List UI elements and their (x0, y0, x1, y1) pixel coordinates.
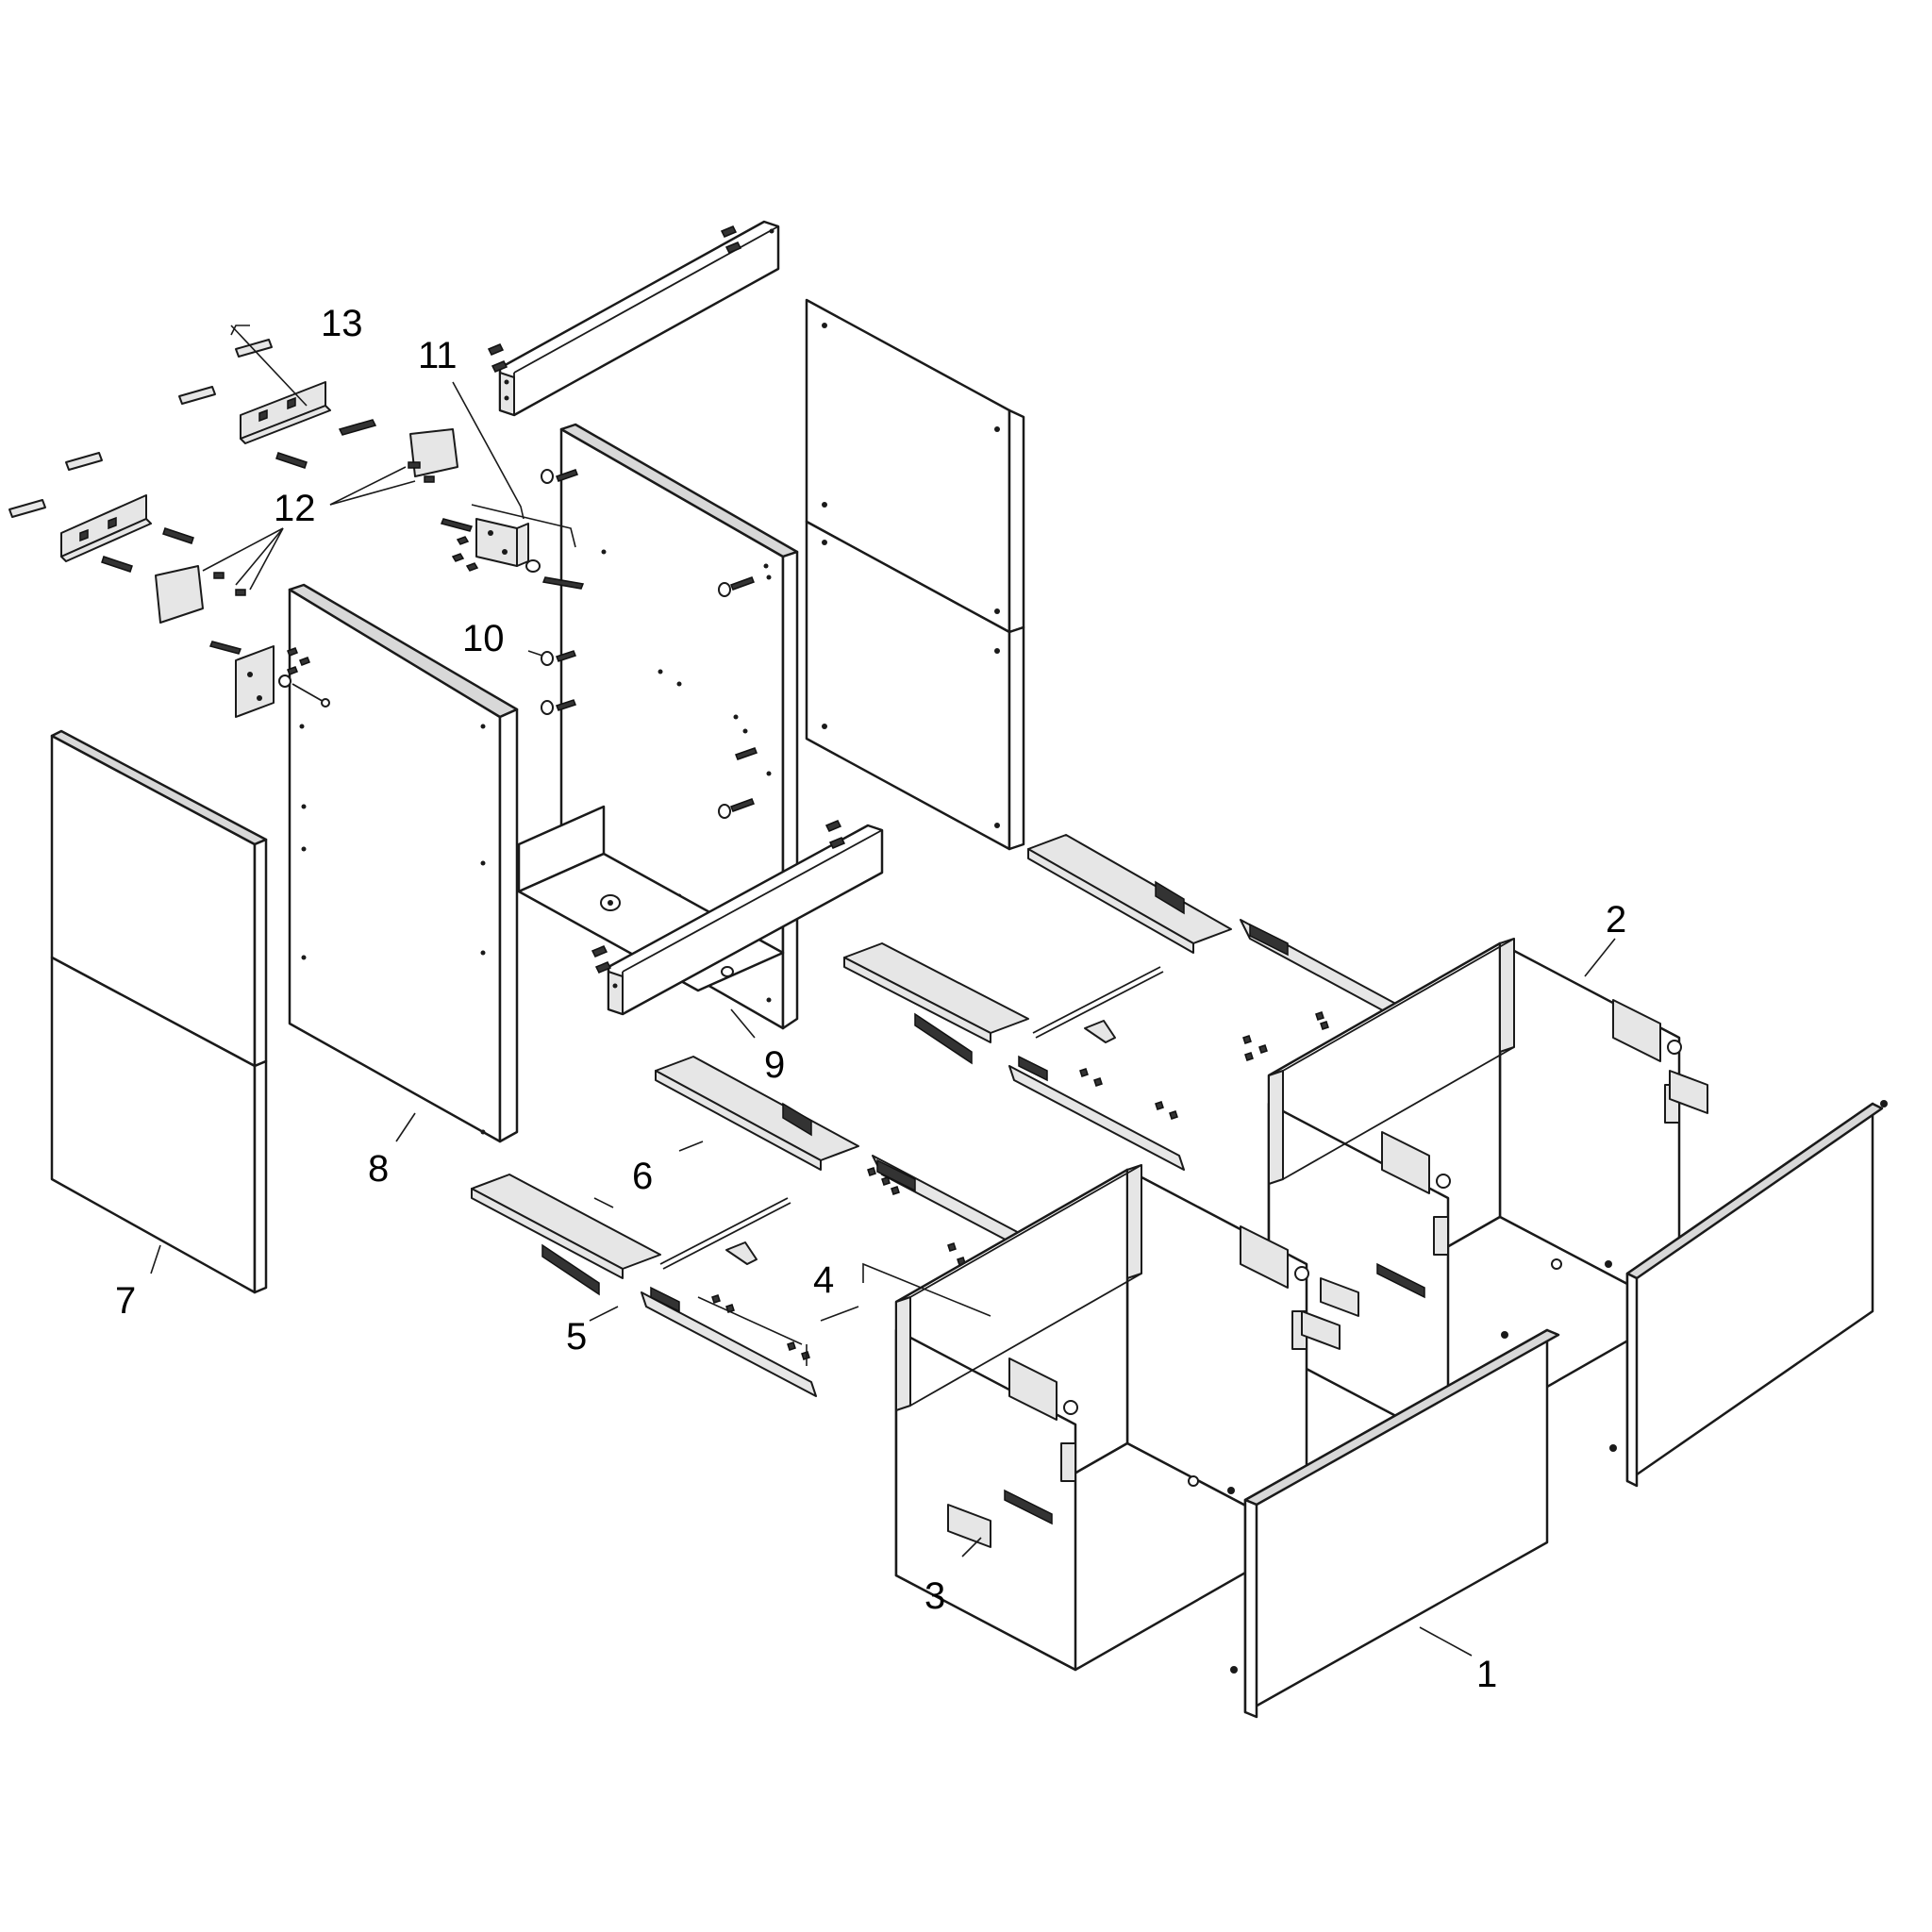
callout-13: 13 (321, 303, 363, 344)
drawer-box-upper (1267, 938, 1682, 1445)
runner-lower-front (471, 1174, 661, 1296)
runner-upper-front (843, 942, 1029, 1065)
runner-upper-back (1027, 834, 1232, 954)
front-bottom-rail (591, 820, 884, 1016)
callout-3: 3 (924, 1575, 945, 1617)
hanging-bracket-right (440, 469, 585, 715)
runner-screws (711, 1011, 1329, 1360)
leader-lines (150, 325, 1616, 1657)
handle-inserts (947, 1070, 1708, 1548)
drawer-front-lower-left (50, 956, 268, 1294)
callout-2: 2 (1606, 899, 1626, 941)
callout-10: 10 (462, 618, 505, 659)
callout-8: 8 (368, 1148, 389, 1190)
runner-lower-back (655, 1056, 859, 1171)
callout-5: 5 (566, 1316, 587, 1357)
slide-rail-lower-front (641, 1286, 817, 1397)
sync-rod-upper (1032, 966, 1164, 1039)
sync-rod-lower (659, 1197, 791, 1270)
callout-9: 9 (764, 1044, 785, 1086)
hanging-bracket-left (208, 641, 330, 718)
drawer-front-lower-right (805, 520, 1025, 851)
callout-7: 7 (115, 1280, 136, 1322)
drawer-front-right-lower (1227, 1328, 1560, 1719)
slide-rail-upper-front (1008, 1055, 1185, 1171)
callout-labels: 1 2 3 4 5 6 7 8 9 10 11 12 13 (115, 303, 1626, 1695)
callout-6: 6 (632, 1156, 653, 1197)
carcass-side-panel (288, 583, 519, 1143)
wall-hanger-hardware (8, 339, 458, 624)
callout-11: 11 (418, 335, 458, 376)
callout-12: 12 (274, 488, 316, 529)
callout-4: 4 (813, 1259, 834, 1301)
drawer-front-right-upper (1605, 1100, 1888, 1488)
drawer-box-lower (894, 1164, 1309, 1672)
callout-1: 1 (1476, 1654, 1497, 1695)
top-rail (487, 220, 780, 417)
